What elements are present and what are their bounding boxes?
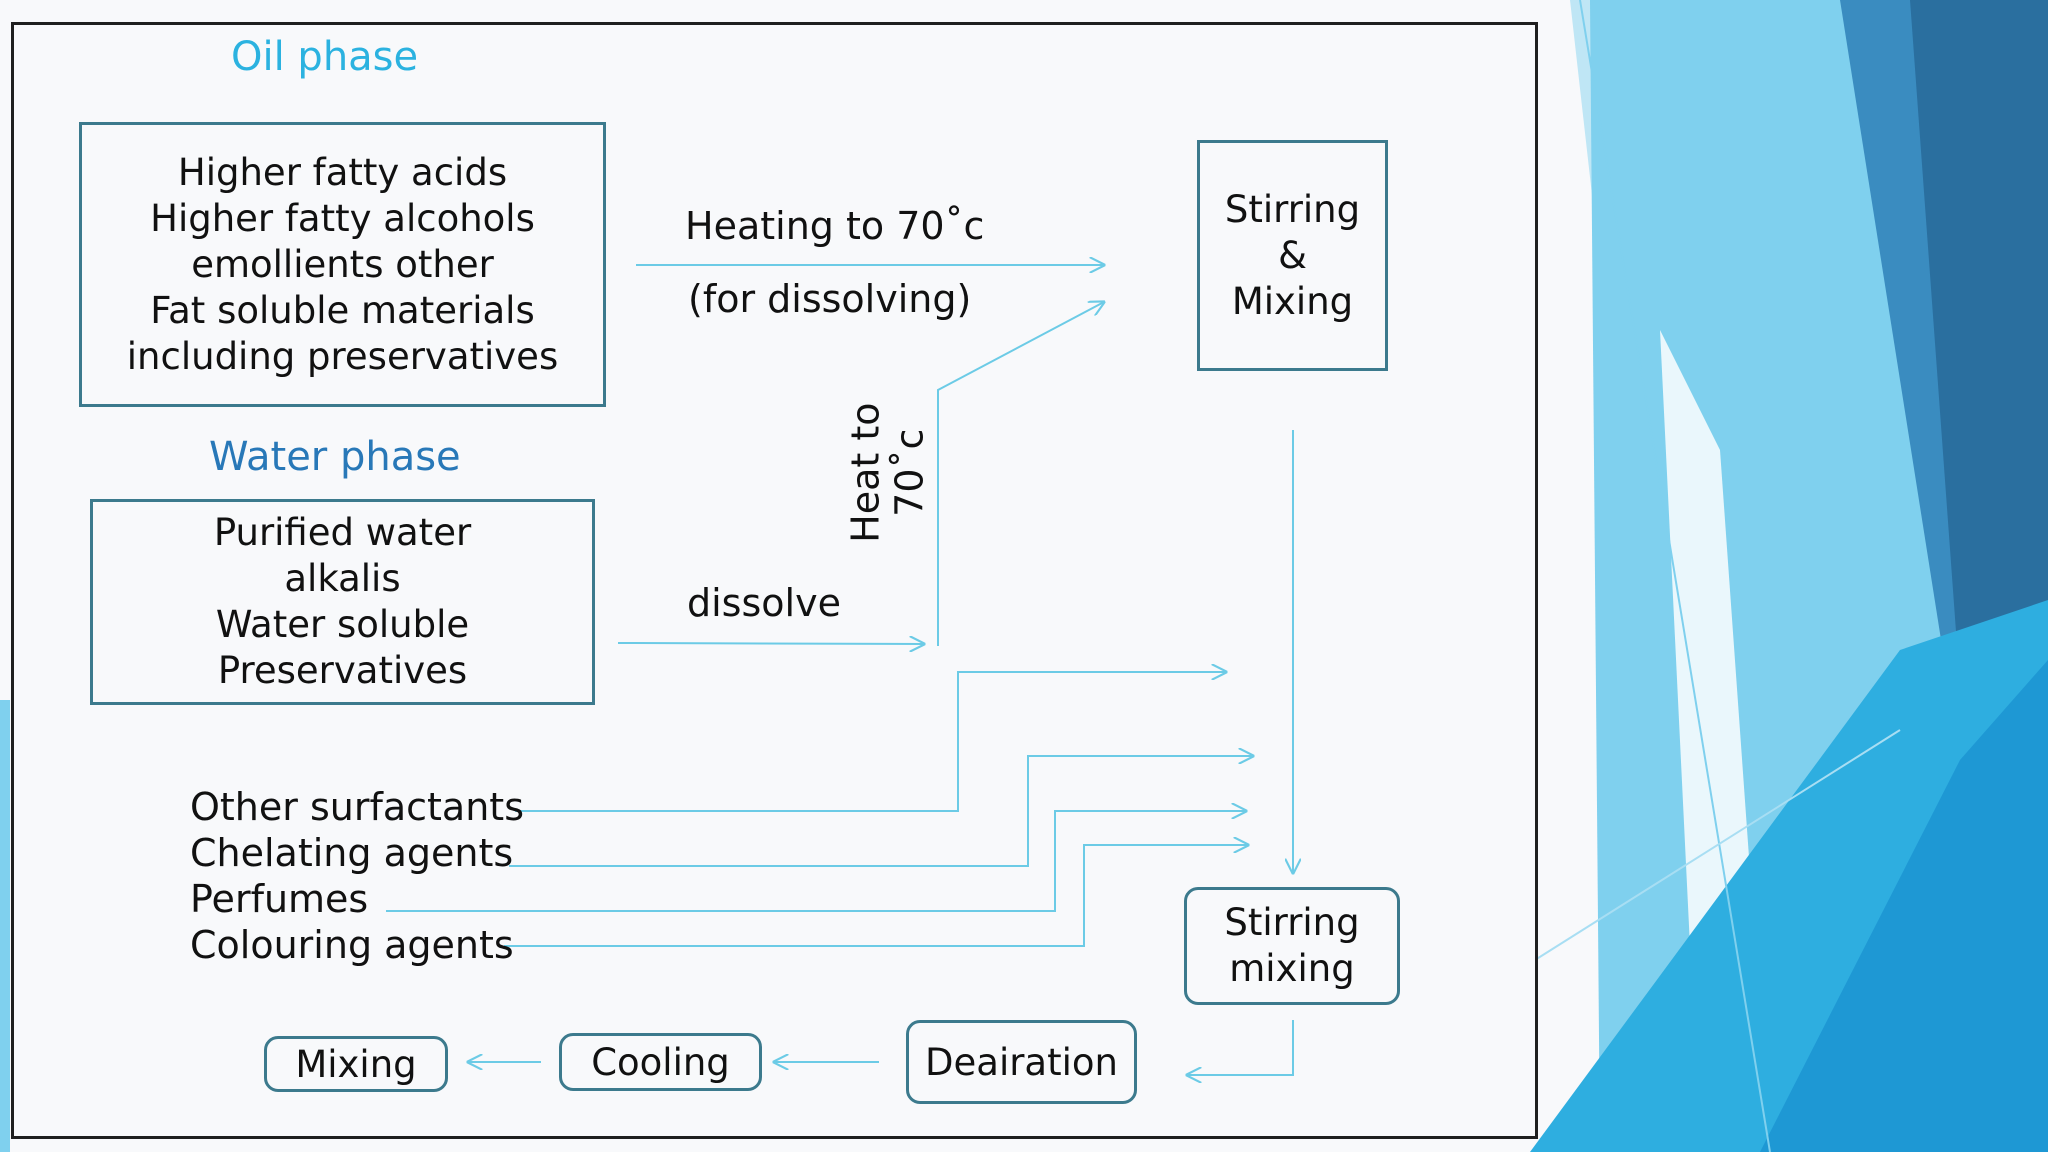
additive-colouring-agents: Colouring agents [190, 923, 514, 967]
water-phase-line: Preservatives [217, 649, 468, 692]
water-phase-box: Purified water alkalis Water soluble Pre… [90, 499, 595, 705]
additive-other-surfactants: Other surfactants [190, 785, 525, 829]
for-dissolving-label: (for dissolving) [688, 277, 972, 321]
decor-line [1534, 729, 1901, 961]
stirring-mixing-box: Stirring & Mixing [1197, 140, 1388, 371]
heat-to-line: Heat to [843, 402, 888, 543]
mixing-step: Mixing [264, 1036, 448, 1092]
dissolve-label: dissolve [687, 581, 841, 625]
decor-shape-left [0, 700, 10, 1152]
heat-to-temp: 70˚c [887, 428, 931, 517]
heat-to-label: Heat to 70˚c [823, 400, 953, 545]
heating-label: Heating to 70˚c [685, 204, 985, 248]
deairation-step: Deairation [906, 1020, 1137, 1104]
oil-phase-line: including preservatives [126, 334, 559, 378]
stirring-box-line: Stirring [1224, 187, 1361, 231]
stirring-box-line: Mixing [1231, 279, 1354, 323]
water-phase-line: alkalis [284, 557, 401, 600]
additive-perfumes: Perfumes [190, 877, 369, 921]
oil-phase-line: Higher fatty acids [177, 150, 508, 194]
decor-shape-dark [1910, 0, 2048, 755]
additive-chelating-agents: Chelating agents [190, 831, 514, 875]
oil-phase-heading: Oil phase [231, 34, 419, 80]
oil-phase-line: Fat soluble materials [150, 288, 535, 332]
water-phase-heading: Water phase [209, 434, 461, 480]
water-phase-line: Purified water [213, 511, 472, 554]
mixing-label: Mixing [295, 1042, 417, 1086]
deairation-label: Deairation [925, 1040, 1118, 1084]
oil-phase-box: Higher fatty acids Higher fatty alcohols… [79, 122, 606, 407]
stirring-mixing-line: mixing [1229, 947, 1355, 990]
cooling-label: Cooling [591, 1040, 730, 1084]
decor-line [1579, 0, 1771, 1152]
stirring-box-line: & [1278, 233, 1307, 277]
water-phase-line: Water soluble [215, 603, 470, 646]
stirring-mixing-step: Stirring mixing [1184, 887, 1400, 1005]
cooling-step: Cooling [559, 1033, 762, 1091]
stirring-mixing-line: Stirring [1224, 901, 1360, 944]
oil-phase-line: Higher fatty alcohols [150, 196, 535, 240]
decor-shape-lower [1760, 660, 2048, 1152]
oil-phase-line: emollients other [191, 242, 494, 286]
